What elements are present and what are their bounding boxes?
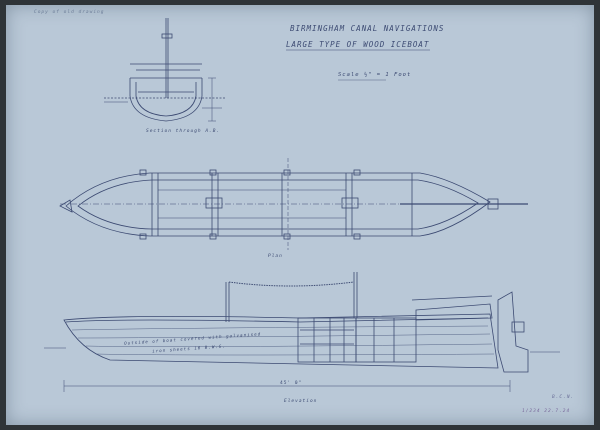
drawing-title-line1: BIRMINGHAM CANAL NAVIGATIONS [290, 24, 445, 33]
reference-code: 1/234 22.7.24 [522, 409, 571, 414]
corner-note: Copy of old drawing [34, 10, 105, 15]
elevation-label: Elevation [284, 399, 318, 404]
reference-number: B.C.N. [552, 395, 575, 400]
section-label: Section through A.B. [146, 129, 221, 134]
section-view [104, 18, 226, 122]
scale-note: Scale ½" = 1 Foot [338, 72, 412, 78]
length-dimension: 45' 0" [280, 381, 303, 386]
plan-view [59, 158, 530, 250]
plan-label: Plan [268, 254, 283, 259]
elevation-view [44, 272, 560, 392]
drawing-title-line2: LARGE TYPE OF WOOD ICEBOAT [286, 40, 430, 49]
